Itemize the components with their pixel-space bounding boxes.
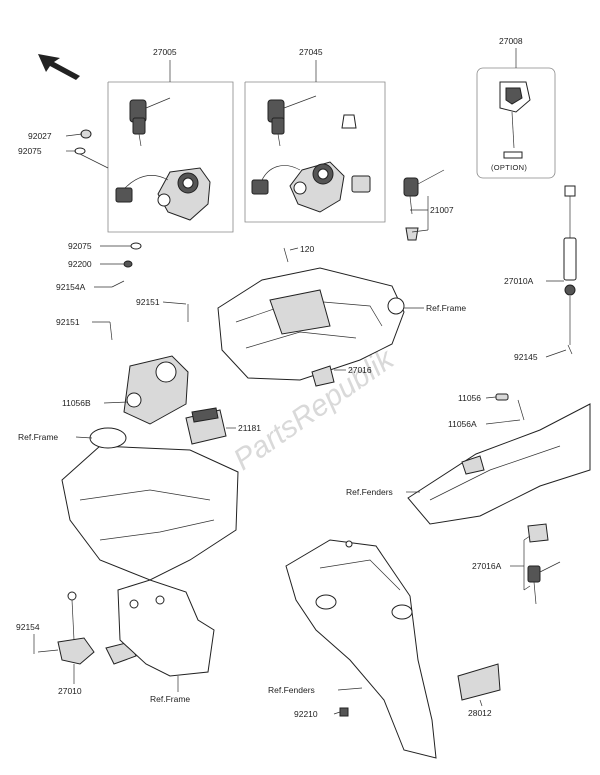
label-11056A: 11056A xyxy=(448,419,477,429)
box-27045 xyxy=(244,81,386,223)
label-28012: 28012 xyxy=(468,708,492,718)
option-label: (OPTION) xyxy=(491,163,527,172)
relay-21181 xyxy=(185,407,227,445)
key-blank-27008 xyxy=(499,81,531,149)
label-92075-top: 92075 xyxy=(18,146,42,156)
leader-lines xyxy=(33,48,567,715)
label-21181: 21181 xyxy=(238,423,261,433)
handlebar-bracket-11056B xyxy=(123,355,189,425)
seat-lock-27016A xyxy=(527,523,561,605)
label-ref-fenders-lower: Ref.Fenders xyxy=(268,685,315,695)
label-ref-frame-upper: Ref.Frame xyxy=(426,303,466,313)
bolt-92200 xyxy=(123,260,133,268)
label-92075-bottom: 92075 xyxy=(68,241,92,251)
lower-frame xyxy=(117,579,215,677)
reflector-28012 xyxy=(457,663,501,701)
upper-frame xyxy=(217,267,405,387)
label-21007: 21007 xyxy=(430,205,454,215)
label-92210: 92210 xyxy=(294,709,318,719)
key-27005 xyxy=(129,97,171,147)
label-11056: 11056 xyxy=(458,393,481,403)
label-92154A: 92154A xyxy=(56,282,86,292)
washer-92075-bottom xyxy=(130,242,142,250)
rear-fender-upper xyxy=(407,403,591,525)
label-27010A: 27010A xyxy=(504,276,534,286)
label-92145: 92145 xyxy=(514,352,538,362)
label-27016: 27016 xyxy=(348,365,372,375)
screw-92154A xyxy=(111,280,125,288)
label-27010: 27010 xyxy=(58,686,82,696)
label-92151-upper: 92151 xyxy=(136,297,160,307)
label-92151-left: 92151 xyxy=(56,317,80,327)
lock-cylinder-27045 xyxy=(341,114,371,193)
clip-11056 xyxy=(495,393,525,421)
nut-92210 xyxy=(339,707,349,717)
label-27005: 27005 xyxy=(153,47,177,57)
key-27045 xyxy=(267,95,317,147)
option-icon xyxy=(503,151,523,159)
label-120: 120 xyxy=(300,244,314,254)
box-27005 xyxy=(107,81,234,233)
label-11056B: 11056B xyxy=(62,398,91,408)
label-27016A: 27016A xyxy=(472,561,502,571)
ignition-switch-assembly-27045 xyxy=(251,161,345,213)
bolts-92151 xyxy=(109,304,189,341)
label-92027: 92027 xyxy=(28,131,52,141)
main-frame xyxy=(61,427,239,581)
label-ref-fenders-upper: Ref.Fenders xyxy=(346,487,393,497)
bolt-120 xyxy=(283,247,289,263)
label-92154: 92154 xyxy=(16,622,40,632)
sensor-27010A xyxy=(563,185,577,355)
label-92200: 92200 xyxy=(68,259,92,269)
front-direction-arrow xyxy=(38,54,80,80)
washer-92027 xyxy=(80,129,92,139)
label-ref-frame-left: Ref.Frame xyxy=(18,432,58,442)
ignition-switch-assembly xyxy=(115,167,211,221)
label-27008: 27008 xyxy=(499,36,523,46)
rear-fender-lower xyxy=(285,539,437,759)
washer-92075-top xyxy=(74,147,86,155)
keys-21007 xyxy=(403,169,445,241)
label-27045: 27045 xyxy=(299,47,323,57)
label-ref-frame-lower: Ref.Frame xyxy=(150,694,190,704)
